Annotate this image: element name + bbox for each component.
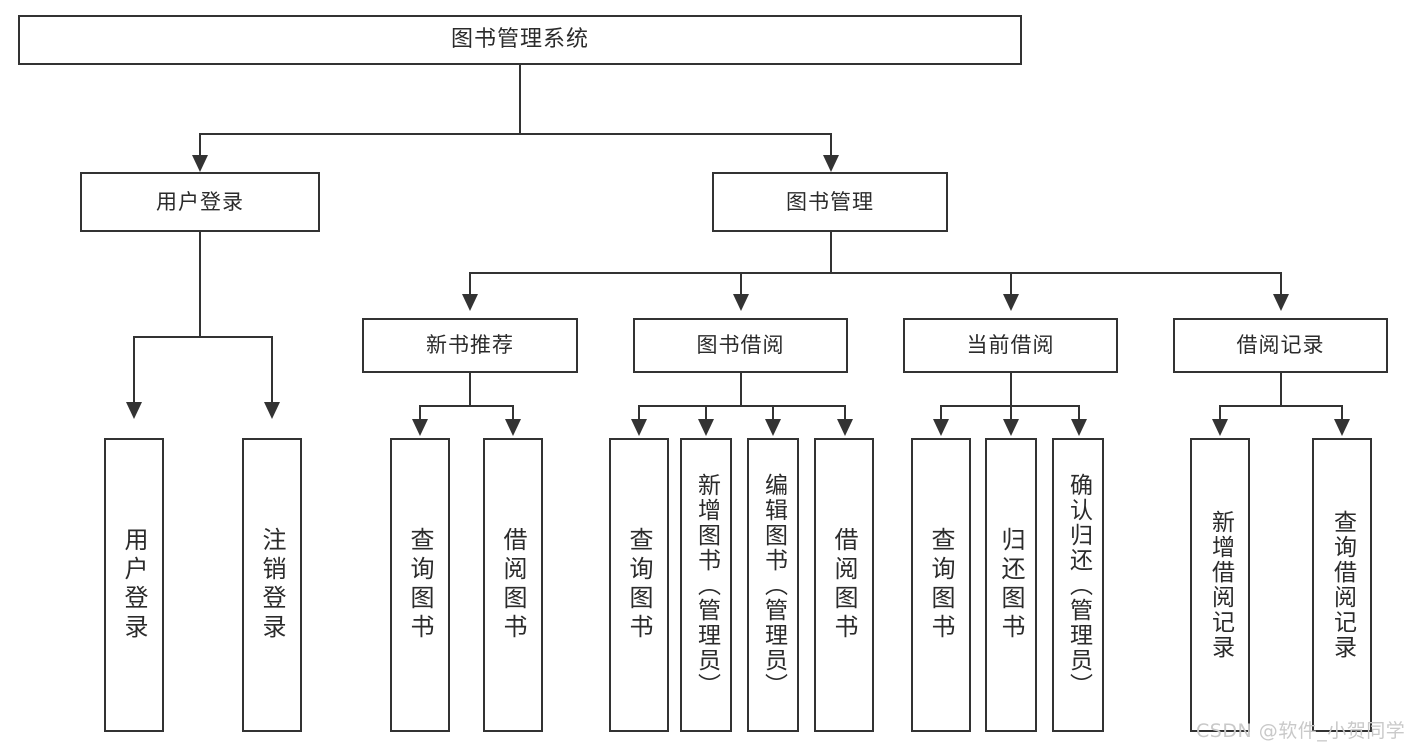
arrow-borrow-leaf2: [698, 419, 714, 436]
leaf-query-borrow-record[interactable]: 查询借阅记录: [1312, 438, 1372, 732]
leaf-confirm-return-admin[interactable]: 确认归还（管理员）: [1052, 438, 1104, 732]
node-label: 借阅图书: [830, 527, 858, 643]
arrow-bookmgmt-borrow: [733, 294, 749, 311]
arrow-record-leaf2: [1334, 419, 1350, 436]
connector-newbook-to-leaf2: [512, 405, 514, 422]
node-label: 新书推荐: [426, 333, 514, 358]
node-current-borrow[interactable]: 当前借阅: [903, 318, 1118, 373]
connector-current-to-leaf1: [940, 405, 942, 422]
connector-record-bus: [1219, 405, 1343, 407]
node-label: 查询图书: [927, 527, 955, 643]
node-label: 查询图书: [406, 527, 434, 643]
node-label: 用户登录: [120, 527, 148, 643]
connector-userlogin-bus: [133, 336, 272, 338]
connector-current-to-leaf3: [1078, 405, 1080, 422]
node-label: 用户登录: [156, 189, 244, 214]
leaf-user-login[interactable]: 用户登录: [104, 438, 164, 732]
node-label: 图书借阅: [696, 333, 785, 358]
node-label: 确认归还（管理员）: [1065, 472, 1092, 698]
connector-current-to-leaf2: [1010, 405, 1012, 422]
node-label: 图书管理系统: [450, 27, 589, 53]
leaf-add-borrow-record[interactable]: 新增借阅记录: [1190, 438, 1250, 732]
node-label: 当前借阅: [966, 333, 1055, 358]
connector-newbook-stem: [469, 373, 471, 405]
arrow-bookmgmt-record: [1273, 294, 1289, 311]
arrow-current-leaf1: [933, 419, 949, 436]
node-label: 归还图书: [997, 527, 1025, 643]
connector-root-to-userlogin: [199, 133, 201, 158]
connector-newbook-bus: [419, 405, 514, 407]
connector-bookmgmt-stem: [830, 232, 832, 272]
leaf-return-book[interactable]: 归还图书: [985, 438, 1037, 732]
leaf-edit-book-admin[interactable]: 编辑图书（管理员）: [747, 438, 799, 732]
leaf-query-book-borrow[interactable]: 查询图书: [609, 438, 669, 732]
node-label: 编辑图书（管理员）: [760, 472, 787, 698]
connector-borrow-to-leaf2: [705, 405, 707, 422]
connector-borrow-to-leaf4: [844, 405, 846, 422]
node-new-book-recommend[interactable]: 新书推荐: [362, 318, 578, 373]
connector-borrow-stem: [740, 373, 742, 405]
node-book-management[interactable]: 图书管理: [712, 172, 948, 232]
arrow-bookmgmt-current: [1003, 294, 1019, 311]
node-label: 借阅记录: [1236, 333, 1325, 358]
connector-record-to-leaf1: [1219, 405, 1221, 422]
arrow-current-leaf2: [1003, 419, 1019, 436]
arrow-borrow-leaf1: [631, 419, 647, 436]
arrow-borrow-leaf4: [837, 419, 853, 436]
connector-borrow-to-leaf1: [638, 405, 640, 422]
leaf-borrow-book[interactable]: 借阅图书: [814, 438, 874, 732]
connector-newbook-to-leaf1: [419, 405, 421, 422]
arrow-to-bookmgmt: [823, 155, 839, 172]
connector-userlogin-stem: [199, 232, 201, 336]
connector-borrow-to-leaf3: [772, 405, 774, 422]
connector-bookmgmt-to-borrow: [740, 272, 742, 296]
node-label: 注销登录: [258, 527, 286, 643]
connector-bookmgmt-to-newbook: [469, 272, 471, 296]
connector-bookmgmt-bus: [469, 272, 1281, 274]
arrow-record-leaf1: [1212, 419, 1228, 436]
node-book-borrow[interactable]: 图书借阅: [633, 318, 848, 373]
node-label: 新增图书（管理员）: [693, 472, 720, 698]
arrow-userlogin-leaf2: [264, 402, 280, 419]
arrow-bookmgmt-newbook: [462, 294, 478, 311]
connector-root-to-bookmgmt: [830, 133, 832, 158]
arrow-newbook-leaf2: [505, 419, 521, 436]
connector-root-stem: [519, 65, 521, 133]
node-label: 查询借阅记录: [1329, 510, 1356, 660]
node-user-login[interactable]: 用户登录: [80, 172, 320, 232]
node-label: 查询图书: [625, 527, 653, 643]
arrow-userlogin-leaf1: [126, 402, 142, 419]
node-label: 图书管理: [786, 189, 874, 214]
leaf-query-book-recommend[interactable]: 查询图书: [390, 438, 450, 732]
connector-record-to-leaf2: [1341, 405, 1343, 422]
leaf-logout[interactable]: 注销登录: [242, 438, 302, 732]
node-borrow-record[interactable]: 借阅记录: [1173, 318, 1388, 373]
arrow-to-userlogin: [192, 155, 208, 172]
arrow-current-leaf3: [1071, 419, 1087, 436]
connector-bookmgmt-to-current: [1010, 272, 1012, 296]
leaf-query-book-current[interactable]: 查询图书: [911, 438, 971, 732]
connector-bookmgmt-to-record: [1280, 272, 1282, 296]
connector-borrow-bus: [638, 405, 846, 407]
connector-userlogin-to-leaf1: [133, 336, 135, 404]
node-label: 借阅图书: [499, 527, 527, 643]
arrow-newbook-leaf1: [412, 419, 428, 436]
connector-current-stem: [1010, 373, 1012, 405]
node-label: 新增借阅记录: [1207, 510, 1234, 660]
leaf-add-book-admin[interactable]: 新增图书（管理员）: [680, 438, 732, 732]
connector-userlogin-to-leaf2: [271, 336, 273, 404]
node-root-book-management-system[interactable]: 图书管理系统: [18, 15, 1022, 65]
connector-record-stem: [1280, 373, 1282, 405]
leaf-borrow-book-recommend[interactable]: 借阅图书: [483, 438, 543, 732]
connector-root-bus: [199, 133, 831, 135]
arrow-borrow-leaf3: [765, 419, 781, 436]
